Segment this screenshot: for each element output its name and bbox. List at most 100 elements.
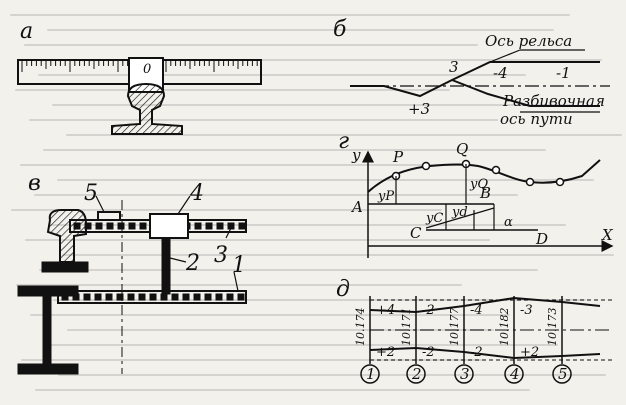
bleed-line	[34, 194, 518, 196]
station-gauge: 10.171	[400, 308, 413, 347]
strip-cell	[215, 293, 223, 301]
offset-top: -4	[470, 303, 483, 318]
bleed-line	[43, 149, 546, 151]
strip-1-pattern	[61, 293, 245, 301]
strip-cell	[216, 222, 224, 230]
beam-bottom-flange	[17, 363, 79, 375]
station-number: 5	[558, 365, 568, 383]
leader-2	[169, 257, 187, 263]
offset-top: -3	[520, 303, 533, 318]
station-circle	[504, 364, 524, 384]
bleed-line	[39, 269, 538, 271]
bleed-line	[24, 44, 478, 46]
strip-cell	[171, 293, 179, 301]
strip-cell	[95, 222, 103, 230]
strip-cell	[182, 293, 190, 301]
callout-4: 4	[189, 181, 204, 206]
panel-b-label: б	[333, 17, 347, 42]
bleed-line	[52, 104, 574, 106]
y-axis-label: y	[351, 146, 361, 164]
strip-cell	[106, 222, 114, 230]
strip-1	[57, 290, 247, 304]
leader-3	[225, 225, 233, 239]
station-gauge: 10.173	[546, 308, 559, 347]
station-circle	[360, 364, 380, 384]
bleed-line	[61, 59, 602, 61]
ordinate-yq-label: yQ	[469, 177, 488, 192]
strip-cell	[160, 293, 168, 301]
bleed-line	[21, 359, 482, 361]
bleed-line	[38, 74, 526, 76]
chord-diagonal	[425, 207, 495, 229]
strip-cell	[117, 222, 125, 230]
strip-cell	[193, 293, 201, 301]
value-minus-1: -1	[556, 64, 571, 82]
station-circle	[552, 364, 572, 384]
offset-bottom: -2	[470, 345, 483, 360]
station-gauge: 10.177	[448, 308, 461, 347]
value-plus-3: +3	[408, 100, 430, 118]
beam-web	[42, 295, 52, 367]
strip-cell	[138, 293, 146, 301]
offset-top: -2	[422, 303, 435, 318]
bleed-line	[25, 239, 490, 241]
leader-4	[177, 195, 191, 215]
panel-a: а 0	[17, 19, 262, 135]
strip-cell	[139, 222, 147, 230]
station-number: 4	[509, 365, 520, 383]
panel-g: г y X P Q A B C D yP yQ yC yd α	[338, 129, 614, 258]
curve-point	[525, 177, 535, 187]
rail-line-top	[369, 296, 601, 314]
bleed-line	[35, 389, 530, 391]
panel-b: б Ось рельса Разбивочная ось пути -4 -1 …	[333, 17, 610, 128]
leader-1	[233, 271, 239, 292]
point-a-label: A	[350, 198, 363, 216]
point-p-label: P	[392, 148, 404, 166]
station-number: 3	[460, 365, 470, 383]
station-gauge: 10.174	[354, 308, 367, 347]
setout-axis-caption-2: ось пути	[500, 110, 573, 128]
value-minus-4: -4	[493, 64, 508, 82]
bleed-line	[11, 209, 442, 211]
bleed-line	[58, 374, 606, 376]
station-circle	[454, 364, 474, 384]
bleed-line	[44, 344, 558, 346]
callout-5: 5	[84, 181, 98, 206]
strip-cell	[83, 293, 91, 301]
station-number: 1	[366, 365, 376, 383]
bleed-line	[20, 164, 470, 166]
rail-line-bottom	[369, 346, 601, 360]
bleed-line	[67, 329, 494, 331]
curve-point	[555, 177, 565, 187]
strip-cell	[116, 293, 124, 301]
panel-a-label: а	[20, 19, 33, 44]
strip-cell	[205, 222, 213, 230]
setout-axis-caption-1: Разбивочная	[502, 92, 605, 110]
x-axis-label: X	[601, 226, 614, 244]
curve-point	[491, 165, 501, 175]
offset-top: +4	[376, 303, 395, 318]
rail-axis-line	[350, 61, 600, 98]
strip-cell	[128, 222, 136, 230]
curve-point	[421, 161, 431, 171]
offset-bottom: +2	[376, 345, 395, 360]
rail-profile-v	[46, 209, 87, 263]
ordinate-yp-label: yP	[377, 189, 394, 204]
leader-5	[95, 195, 105, 213]
rail-foot	[41, 261, 89, 273]
strip-cell	[105, 293, 113, 301]
clip-5	[97, 211, 121, 221]
callout-3: 3	[214, 243, 228, 268]
point-b-label: B	[479, 184, 491, 202]
box-4	[149, 213, 189, 239]
post-2	[161, 237, 171, 295]
strip-cell	[94, 293, 102, 301]
station-number: 2	[411, 365, 422, 383]
bleed-line	[47, 29, 554, 31]
beam-top-flange	[17, 285, 79, 297]
bleed-line	[48, 224, 566, 226]
angle-alpha-label: α	[504, 215, 513, 230]
